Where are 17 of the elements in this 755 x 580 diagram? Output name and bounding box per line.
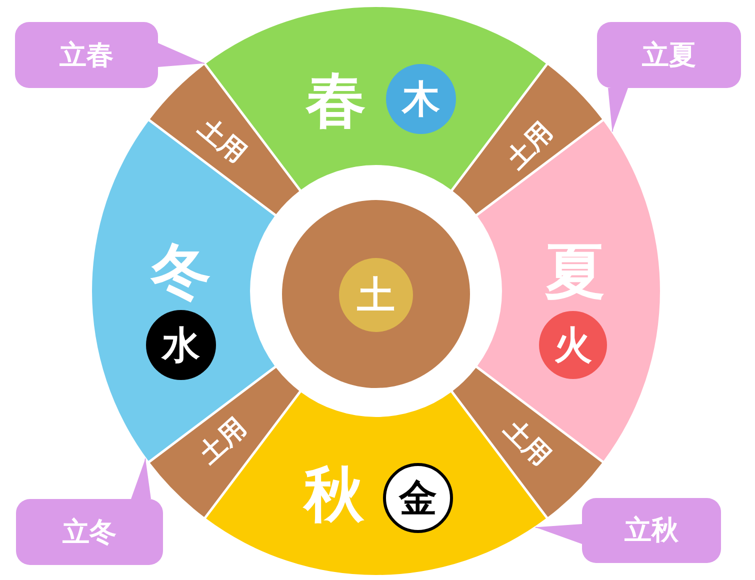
doyo-label: 土用: [194, 114, 250, 168]
season-label: 春: [306, 71, 366, 131]
element-badge: 土: [339, 258, 413, 332]
speech-bubble: 立秋: [582, 498, 721, 563]
speech-bubble: 立冬: [16, 499, 163, 565]
season-label: 夏: [545, 242, 605, 302]
doyo-label: 土用: [502, 118, 558, 174]
callout-pointer: [131, 458, 151, 500]
speech-bubble: 立夏: [597, 22, 741, 88]
callout-pointer: [608, 88, 628, 132]
callout-pointer: [158, 43, 205, 67]
doyo-label: 土用: [194, 414, 252, 468]
callout-pointer: [534, 524, 582, 544]
season-label: 冬: [151, 242, 211, 302]
speech-bubble: 立春: [15, 22, 158, 88]
doyo-label: 土用: [499, 415, 555, 471]
season-label: 秋: [304, 465, 364, 525]
